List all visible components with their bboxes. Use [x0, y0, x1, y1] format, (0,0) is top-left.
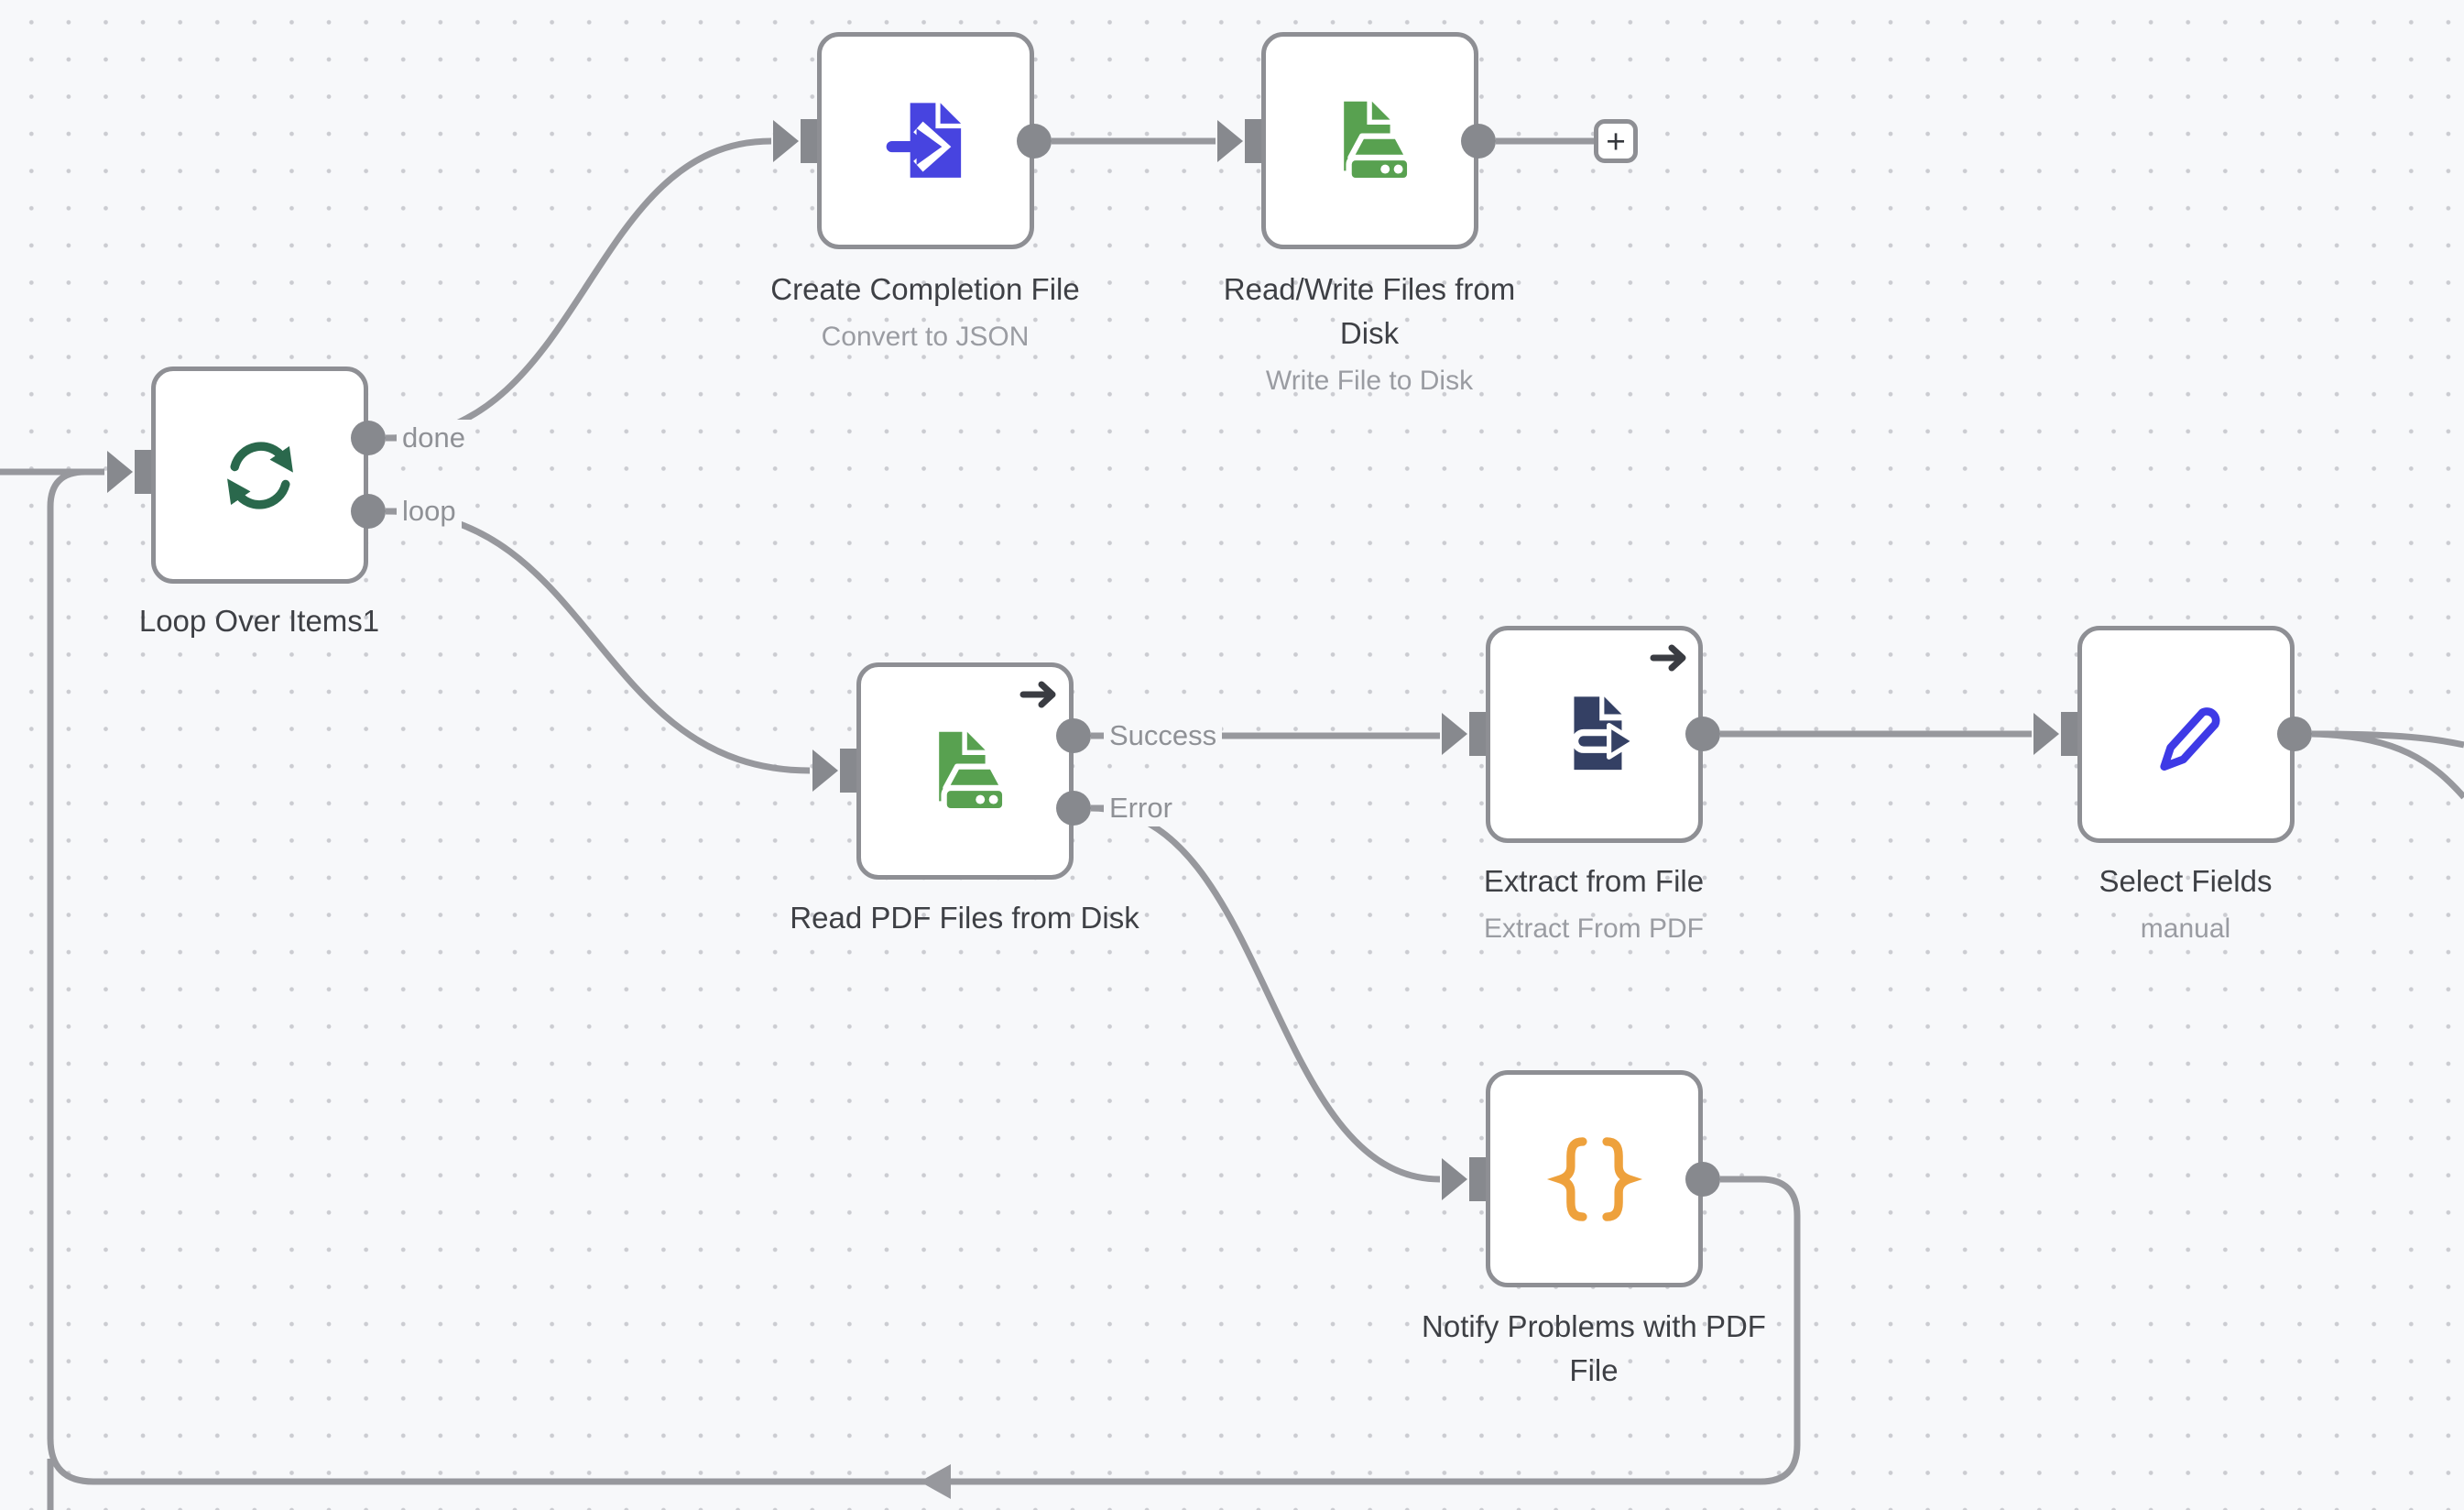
node-create-completion-file[interactable]: [817, 32, 1034, 249]
edge-error-to-notify: [1090, 804, 1441, 1183]
node-title-create: Create Completion File Convert to JSON: [733, 268, 1118, 357]
port-out-create[interactable]: [1017, 124, 1052, 159]
edge-loop-to-readpdf: [385, 508, 811, 774]
node-title-notify: Notify Problems with PDF File: [1420, 1305, 1768, 1393]
node-subtitle: Extract From PDF: [1483, 914, 1704, 944]
port-in-create[interactable]: [768, 117, 817, 165]
port-in-notify[interactable]: [1436, 1155, 1486, 1203]
edge-notify-feedback-loop: [47, 468, 1801, 1485]
edge-done-to-create: [385, 137, 772, 442]
node-extract-from-file[interactable]: [1486, 626, 1703, 843]
node-title-extract: Extract from File Extract From PDF: [1401, 859, 1786, 949]
pencil-icon: [2159, 706, 2219, 771]
feedback-arrowhead-icon: [920, 1464, 951, 1499]
port-out-readpdf-success[interactable]: [1056, 718, 1091, 753]
node-title: Create Completion File: [770, 272, 1080, 306]
file-import-icon: [886, 102, 961, 178]
port-label-done: done: [397, 420, 471, 456]
port-out-extract[interactable]: [1685, 717, 1720, 751]
port-in-loop[interactable]: [102, 448, 151, 496]
node-title: Extract from File: [1483, 864, 1705, 898]
node-title: Select Fields: [2099, 864, 2273, 898]
node-title-select: Select Fields manual: [1993, 859, 2378, 949]
node-title: Read PDF Files from Disk: [790, 901, 1139, 935]
port-out-select[interactable]: [2277, 717, 2312, 751]
arrow-right-icon: [1650, 644, 1686, 672]
port-label-loop: loop: [397, 493, 462, 530]
port-out-loop-done[interactable]: [351, 421, 386, 455]
add-node-button[interactable]: +: [1594, 119, 1638, 163]
port-in-readpdf[interactable]: [807, 747, 856, 794]
node-read-write-files[interactable]: [1261, 32, 1478, 249]
port-label-error: Error: [1104, 790, 1178, 826]
sync-icon: [226, 441, 293, 509]
edge-select-out-b: [2311, 730, 2464, 800]
node-select-fields[interactable]: [2077, 626, 2295, 843]
node-subtitle: Write File to Disk: [1265, 366, 1474, 396]
plus-icon: +: [1606, 122, 1626, 160]
arrow-right-icon: [1019, 681, 1056, 708]
port-in-readwrite[interactable]: [1212, 117, 1261, 165]
file-hdd-icon: [938, 731, 1008, 814]
file-hdd-icon: [1343, 101, 1412, 183]
port-out-loop-loop[interactable]: [351, 494, 386, 529]
node-title-loop: Loop Over Items1: [67, 599, 452, 643]
port-out-readwrite[interactable]: [1461, 124, 1496, 159]
port-in-extract[interactable]: [1436, 710, 1486, 758]
file-export-icon: [1571, 695, 1637, 770]
braces-icon: [1546, 1136, 1642, 1221]
node-subtitle: Convert to JSON: [821, 322, 1030, 352]
node-title: Read/Write Files from Disk: [1223, 272, 1516, 350]
port-label-success: Success: [1104, 717, 1223, 754]
node-subtitle: manual: [2140, 914, 2231, 944]
node-loop-over-items[interactable]: [151, 367, 368, 584]
node-notify-problems[interactable]: [1486, 1070, 1703, 1287]
node-title: Loop Over Items1: [138, 604, 380, 638]
node-title: Notify Problems with PDF File: [1422, 1309, 1766, 1387]
node-title-readwrite: Read/Write Files from Disk Write File to…: [1205, 268, 1534, 401]
node-read-pdf-files[interactable]: [856, 662, 1074, 880]
port-out-notify[interactable]: [1685, 1162, 1720, 1197]
node-title-readpdf: Read PDF Files from Disk: [726, 896, 1203, 940]
port-out-readpdf-error[interactable]: [1056, 791, 1091, 826]
port-in-select[interactable]: [2028, 710, 2077, 758]
